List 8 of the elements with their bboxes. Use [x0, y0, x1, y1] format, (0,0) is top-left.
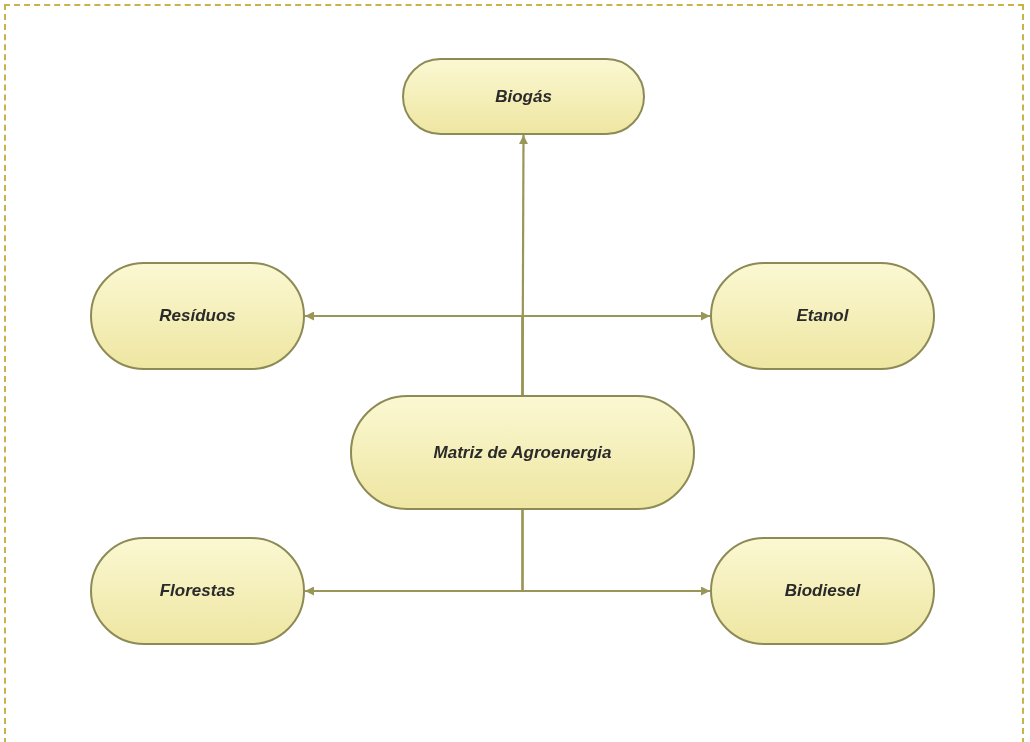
arrow: [521, 311, 710, 395]
node-label: Biodiesel: [784, 581, 861, 601]
arrow: [521, 510, 710, 596]
node-label: Matriz de Agroenergia: [433, 442, 612, 463]
node-label: Florestas: [159, 581, 236, 601]
node-label: Etanol: [796, 306, 849, 326]
node-label: Resíduos: [159, 306, 236, 326]
node-label: Biogás: [495, 86, 552, 107]
